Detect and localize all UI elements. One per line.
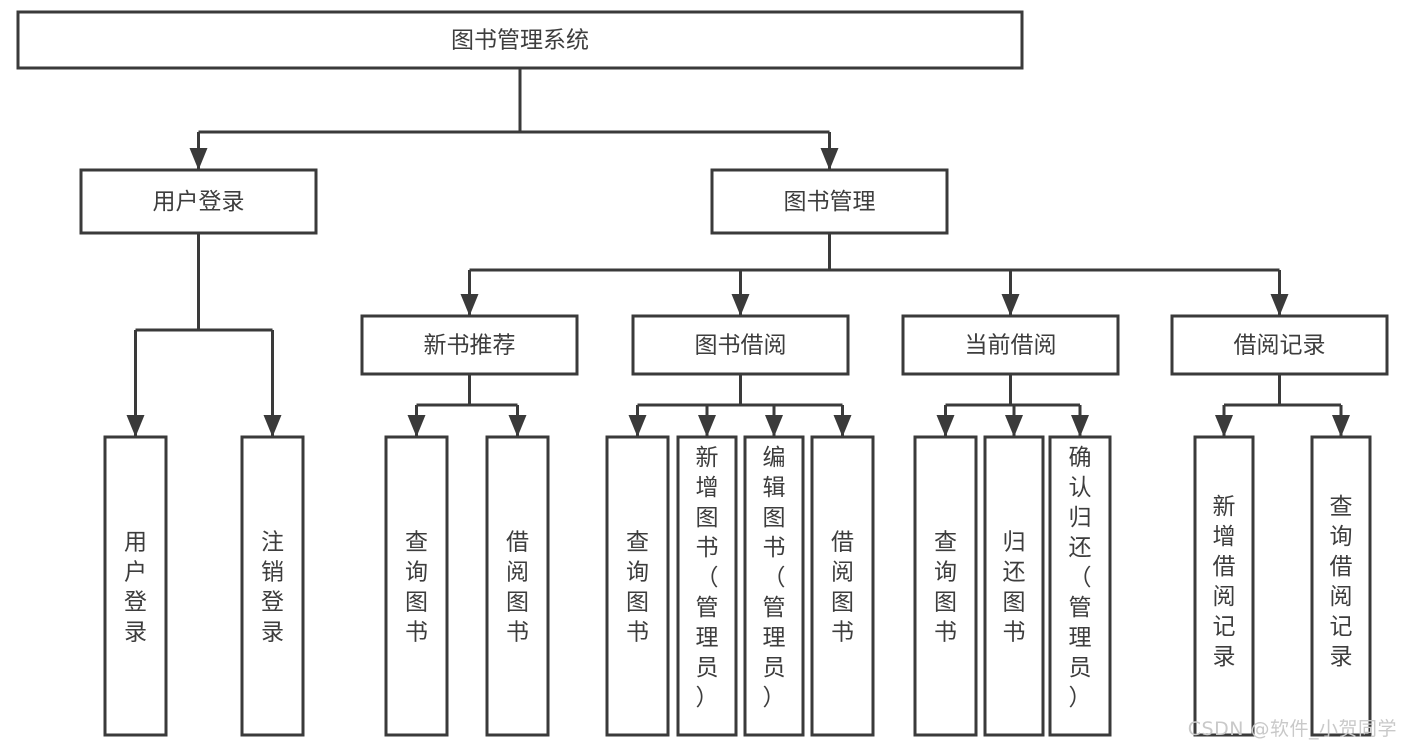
node-leaf-logout: 注销登录 — [240, 435, 305, 737]
connector-group-current-borrow — [936, 374, 1089, 437]
arrow-head-icon — [765, 415, 783, 437]
node-root: 图书管理系统 — [16, 10, 1024, 70]
node-user-login: 用户登录 — [79, 168, 318, 235]
node-layer: 图书管理系统用户登录图书管理新书推荐图书借阅当前借阅借阅记录用户登录注销登录查询… — [16, 10, 1389, 737]
arrow-head-icon — [698, 415, 716, 437]
node-label: 当前借阅 — [965, 333, 1057, 359]
node-box — [360, 314, 579, 376]
arrow-head-icon — [1270, 294, 1289, 316]
arrow-head-icon — [460, 294, 479, 316]
node-leaf-borrow-book: 借阅图书 — [810, 435, 875, 737]
node-label: 新增图书（管理员） — [696, 445, 719, 711]
arrow-head-icon — [1071, 415, 1089, 437]
node-leaf-query-borrow-record: 查询借阅记录 — [1310, 435, 1372, 737]
arrow-head-icon — [1001, 294, 1020, 316]
node-label: 归还图书 — [1003, 529, 1026, 645]
node-box — [743, 435, 805, 737]
node-box — [16, 10, 1024, 70]
arrow-head-icon — [263, 415, 282, 437]
node-new-book-recommend: 新书推荐 — [360, 314, 579, 376]
node-book-manage: 图书管理 — [710, 168, 949, 235]
node-book-borrow: 图书借阅 — [631, 314, 850, 376]
node-label: 注销登录 — [261, 529, 284, 645]
connector-group-borrow-record — [1215, 374, 1350, 437]
arrow-head-icon — [1005, 415, 1023, 437]
node-label: 图书管理 — [784, 189, 876, 215]
node-label: 查询图书 — [405, 529, 428, 645]
arrow-head-icon — [820, 148, 839, 170]
node-box — [710, 168, 949, 235]
node-label: 编辑图书（管理员） — [763, 445, 786, 711]
node-box — [1048, 435, 1112, 737]
node-label: 借阅图书 — [506, 529, 529, 645]
arrow-head-icon — [628, 415, 647, 437]
node-box — [79, 168, 318, 235]
node-box — [1193, 435, 1255, 737]
arrow-head-icon — [731, 294, 750, 316]
node-borrow-record: 借阅记录 — [1170, 314, 1389, 376]
node-leaf-query-book-recommend: 查询图书 — [384, 435, 449, 737]
connector-layer — [126, 68, 1350, 437]
node-label: 查询借阅记录 — [1330, 494, 1353, 670]
arrow-head-icon — [936, 415, 955, 437]
node-box — [913, 435, 978, 737]
node-box — [631, 314, 850, 376]
node-box — [605, 435, 670, 737]
node-label: 借阅图书 — [831, 529, 854, 645]
arrow-head-icon — [126, 415, 145, 437]
node-leaf-add-borrow-record: 新增借阅记录 — [1193, 435, 1255, 737]
node-label: 用户登录 — [153, 189, 245, 215]
node-box — [810, 435, 875, 737]
node-label: 新书推荐 — [424, 333, 516, 359]
node-leaf-add-book: 新增图书（管理员） — [676, 435, 738, 737]
node-box — [676, 435, 738, 737]
node-box — [384, 435, 449, 737]
node-box — [485, 435, 550, 737]
node-leaf-query-book-current: 查询图书 — [913, 435, 978, 737]
node-box — [1170, 314, 1389, 376]
node-leaf-borrow-book-recommend: 借阅图书 — [485, 435, 550, 737]
arrow-head-icon — [508, 415, 527, 437]
node-label: 新增借阅记录 — [1213, 494, 1236, 670]
node-label: 查询图书 — [934, 529, 957, 645]
node-leaf-query-book-borrow: 查询图书 — [605, 435, 670, 737]
node-leaf-edit-book: 编辑图书（管理员） — [743, 435, 805, 737]
node-box — [103, 435, 168, 737]
connector-group-new-book-recommend — [407, 374, 527, 437]
connector-group-book-borrow — [628, 374, 852, 437]
node-leaf-return-book: 归还图书 — [983, 435, 1045, 737]
arrow-head-icon — [833, 415, 852, 437]
connector-group-book-manage — [460, 233, 1289, 316]
node-label: 查询图书 — [626, 529, 649, 645]
arrow-head-icon — [1215, 415, 1233, 437]
node-label: 借阅记录 — [1234, 333, 1326, 359]
node-label: 确认归还（管理员） — [1069, 445, 1092, 711]
node-current-borrow: 当前借阅 — [901, 314, 1120, 376]
node-label: 图书管理系统 — [451, 28, 589, 54]
node-box — [240, 435, 305, 737]
connector-group-user-login — [126, 233, 282, 437]
node-label: 用户登录 — [124, 529, 147, 645]
arrow-head-icon — [407, 415, 426, 437]
arrow-head-icon — [1332, 415, 1350, 437]
node-label: 图书借阅 — [695, 333, 787, 359]
node-leaf-user-login: 用户登录 — [103, 435, 168, 737]
connector-group-root — [189, 68, 839, 170]
node-box — [1310, 435, 1372, 737]
node-leaf-confirm-return: 确认归还（管理员） — [1048, 435, 1112, 737]
arrow-head-icon — [189, 148, 208, 170]
node-box — [983, 435, 1045, 737]
node-box — [901, 314, 1120, 376]
